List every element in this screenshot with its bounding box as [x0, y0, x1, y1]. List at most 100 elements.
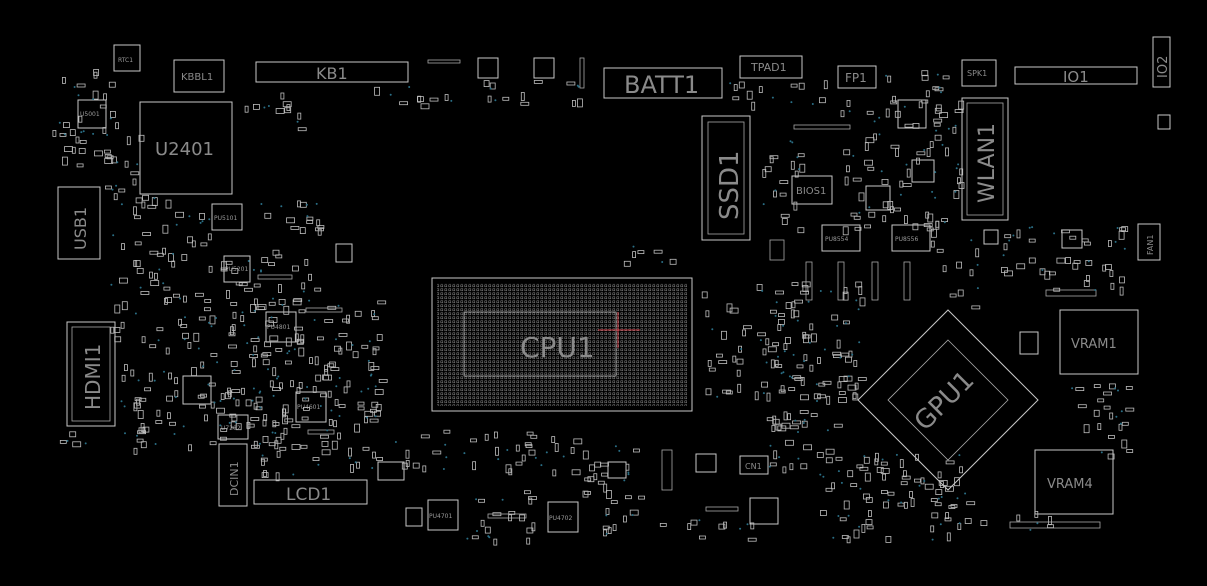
cpu-package[interactable]: CPU1	[431, 277, 693, 412]
passive	[773, 190, 777, 198]
tpad-connector[interactable]: TPAD1	[739, 55, 803, 79]
passive	[1108, 434, 1115, 439]
passive	[526, 527, 534, 534]
passive	[819, 97, 826, 104]
ssd-connector[interactable]: SSD1	[701, 115, 751, 241]
pu4701-chip[interactable]: PU4701	[427, 499, 459, 531]
via	[1116, 227, 1119, 229]
passive	[864, 159, 873, 166]
passive	[707, 359, 712, 367]
usb-connector[interactable]: USB1	[57, 186, 101, 260]
passive	[801, 420, 808, 428]
passive	[315, 374, 322, 382]
passive	[747, 537, 757, 542]
passive	[238, 282, 248, 287]
usb-controller-chip[interactable]: U5001	[77, 99, 107, 129]
passive	[887, 200, 894, 210]
via	[605, 532, 608, 535]
passive	[531, 522, 536, 532]
passive	[783, 343, 788, 351]
via	[281, 303, 284, 306]
via	[761, 289, 764, 292]
vram1-chip[interactable]: VRAM1	[1059, 309, 1139, 375]
bios-chip[interactable]: BIOS1	[791, 175, 833, 205]
dcin-connector[interactable]: DCIN1	[218, 443, 248, 507]
fan-connector[interactable]: FAN1	[1137, 223, 1161, 261]
via	[112, 234, 115, 237]
passive	[690, 519, 698, 526]
passive	[789, 425, 799, 430]
pu4702-chip[interactable]: PU4702	[547, 501, 579, 533]
passive	[357, 406, 365, 411]
fp-connector[interactable]: FP1	[837, 65, 877, 89]
io1-connector[interactable]: IO1	[1014, 66, 1138, 86]
passive	[910, 498, 915, 507]
passive	[372, 346, 380, 351]
passive	[1004, 270, 1013, 277]
passive	[799, 163, 806, 173]
via	[1114, 387, 1116, 390]
pu8556-chip[interactable]: PU8556	[891, 224, 931, 252]
keyboard-connector[interactable]: KB1	[255, 61, 409, 83]
passive	[290, 225, 300, 230]
passive	[925, 211, 930, 219]
passive	[364, 410, 374, 417]
wlan-connector[interactable]: WLAN1	[961, 97, 1009, 221]
vram4-chip[interactable]: VRAM4	[1034, 449, 1114, 515]
via	[765, 361, 768, 364]
spk-connector[interactable]: SPK1	[961, 59, 997, 87]
passive	[104, 149, 111, 154]
via	[807, 300, 810, 303]
gpu-package[interactable]: GPU1	[857, 309, 1039, 491]
fan-label: FAN1	[1146, 235, 1155, 255]
passive	[843, 500, 850, 510]
passive	[701, 291, 708, 299]
passive	[629, 509, 639, 516]
via	[837, 470, 840, 473]
passive	[377, 300, 387, 305]
battery-connector[interactable]: BATT1	[603, 67, 723, 99]
rtc-connector[interactable]: RTC1	[113, 44, 141, 72]
passive	[257, 304, 267, 310]
passive	[314, 356, 319, 366]
passive	[121, 243, 125, 251]
io2-connector[interactable]: IO2	[1152, 36, 1171, 88]
passive	[892, 95, 896, 103]
passive	[813, 393, 821, 400]
passive	[825, 448, 835, 455]
passive	[726, 303, 733, 313]
pu8554-chip[interactable]: PU8554	[821, 224, 861, 252]
passive	[1016, 229, 1021, 239]
u2401-chip[interactable]: U2401	[139, 101, 233, 195]
passive	[231, 370, 241, 374]
passive	[133, 206, 137, 216]
u7202-chip[interactable]: U7202	[217, 414, 249, 440]
via	[1012, 234, 1015, 237]
pu5101-chip[interactable]: PU5101	[211, 203, 243, 231]
passive	[356, 461, 360, 469]
passive	[264, 341, 272, 348]
passive	[914, 478, 921, 483]
pu4801-chip[interactable]: PU4801	[265, 311, 297, 343]
passive	[110, 326, 115, 334]
cn1-connector[interactable]: CN1	[739, 455, 769, 475]
passive	[944, 517, 952, 522]
pu5201-chip[interactable]: PU5201	[223, 255, 251, 283]
passive	[230, 301, 238, 306]
passive	[284, 107, 292, 114]
passive	[327, 363, 335, 368]
passive	[551, 436, 556, 444]
hdmi-connector[interactable]: HDMI1	[66, 321, 116, 427]
via	[885, 74, 888, 77]
via	[943, 221, 946, 224]
passive	[526, 537, 531, 545]
via	[182, 425, 185, 428]
passive	[62, 156, 68, 166]
passive	[933, 118, 943, 123]
lcd-connector[interactable]: LCD1	[253, 479, 368, 505]
via	[120, 400, 123, 403]
via	[873, 120, 876, 123]
kbbl-connector[interactable]: KBBL1	[173, 59, 225, 93]
passive	[324, 319, 334, 323]
